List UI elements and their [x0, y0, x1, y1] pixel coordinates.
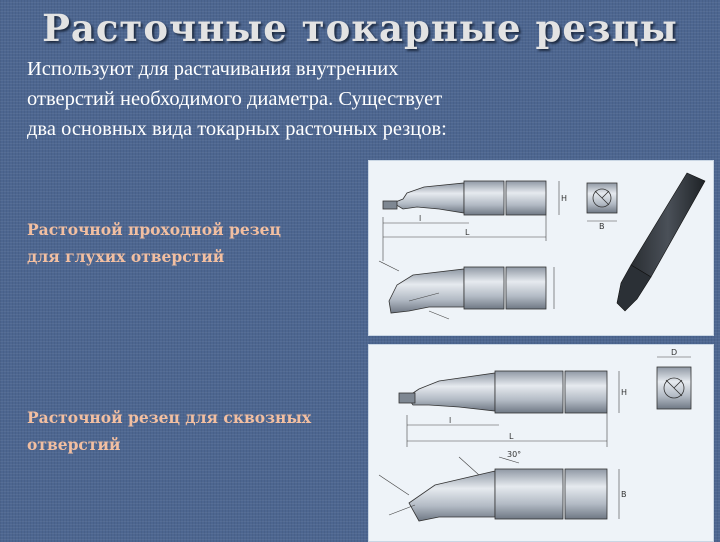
svg-text:30°: 30° — [507, 450, 521, 459]
svg-text:B: B — [621, 490, 627, 499]
intro-text: Используют для растачивания внутренних о… — [27, 54, 707, 144]
tool-photo — [616, 172, 706, 312]
svg-text:l: l — [449, 416, 451, 425]
through-hole-tool-svg: D l L H B 30° — [378, 348, 692, 522]
side-view-tool-2: B 30° — [378, 450, 627, 522]
top-view-tool-2 — [398, 370, 608, 414]
dimension-lines-2: l L H — [406, 371, 627, 447]
svg-text:H: H — [621, 388, 627, 397]
tool-label-blind-hole: Расточной проходной резец для глухих отв… — [27, 216, 281, 270]
through-hole-tool-drawing: D l L H B 30° — [368, 344, 714, 542]
intro-line-2: отверстий необходимого диаметра. Существ… — [27, 88, 443, 110]
blind-hole-tool-drawing: l L H B — [368, 160, 714, 336]
tool-label-2-line-1: Расточной резец для сквозных — [27, 408, 312, 427]
tool-label-1-line-2: для глухих отверстий — [27, 247, 225, 266]
svg-text:l: l — [419, 214, 421, 223]
end-view-square — [586, 182, 618, 214]
svg-text:H: H — [561, 194, 567, 203]
svg-text:L: L — [509, 432, 514, 441]
side-view-tool — [378, 260, 555, 320]
slide-title: Расточные токарные резцы — [42, 6, 678, 50]
svg-text:B: B — [599, 222, 605, 231]
blind-hole-tool-svg: l L H B — [378, 172, 706, 320]
tool-label-through-hole: Расточной резец для сквозных отверстий — [27, 404, 311, 458]
intro-line-3: два основных вида токарных расточных рез… — [27, 118, 447, 140]
tool-label-1-line-1: Расточной проходной резец — [27, 220, 281, 239]
top-view-tool — [382, 180, 547, 216]
dimension-lines: l L H B — [382, 181, 617, 261]
svg-text:L: L — [465, 228, 470, 237]
tool-label-2-line-2: отверстий — [27, 435, 121, 454]
intro-line-1: Используют для растачивания внутренних — [27, 58, 399, 80]
end-view-square-2: D — [656, 348, 692, 410]
svg-text:D: D — [671, 348, 677, 357]
